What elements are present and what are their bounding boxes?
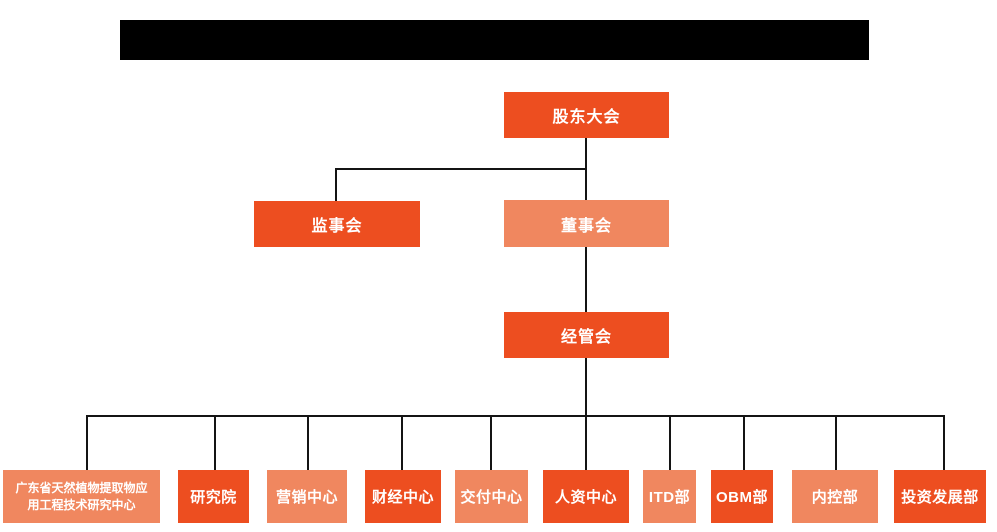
connector-line <box>743 415 745 470</box>
redacted-title-bar <box>120 20 869 60</box>
connector-line <box>835 415 837 470</box>
connector-line <box>490 415 492 470</box>
connector-line <box>307 415 309 470</box>
node-hr-center: 人资中心 <box>543 470 629 523</box>
connector-line <box>669 415 671 470</box>
node-research-institute: 研究院 <box>178 470 249 523</box>
connector-line <box>943 415 945 470</box>
node-guangdong-plant-extract-research-center: 广东省天然植物提取物应用工程技术研究中心 <box>3 470 160 523</box>
connector-line <box>214 415 216 470</box>
connector-line <box>335 168 337 201</box>
node-itd-department: ITD部 <box>643 470 696 523</box>
node-obm-department: OBM部 <box>711 470 773 523</box>
node-supervisory-board: 监事会 <box>254 201 420 247</box>
node-investment-development-department: 投资发展部 <box>894 470 986 523</box>
connector-line <box>401 415 403 470</box>
node-board-of-directors: 董事会 <box>504 200 669 247</box>
node-internal-control-department: 内控部 <box>792 470 878 523</box>
node-marketing-center: 营销中心 <box>267 470 347 523</box>
connector-line <box>86 415 945 417</box>
node-management-committee: 经管会 <box>504 312 669 358</box>
node-finance-center: 财经中心 <box>365 470 441 523</box>
connector-line <box>585 358 587 470</box>
connector-line <box>335 168 587 170</box>
connector-line <box>86 415 88 470</box>
connector-line <box>585 247 587 312</box>
node-shareholders-meeting: 股东大会 <box>504 92 669 138</box>
node-delivery-center: 交付中心 <box>455 470 528 523</box>
